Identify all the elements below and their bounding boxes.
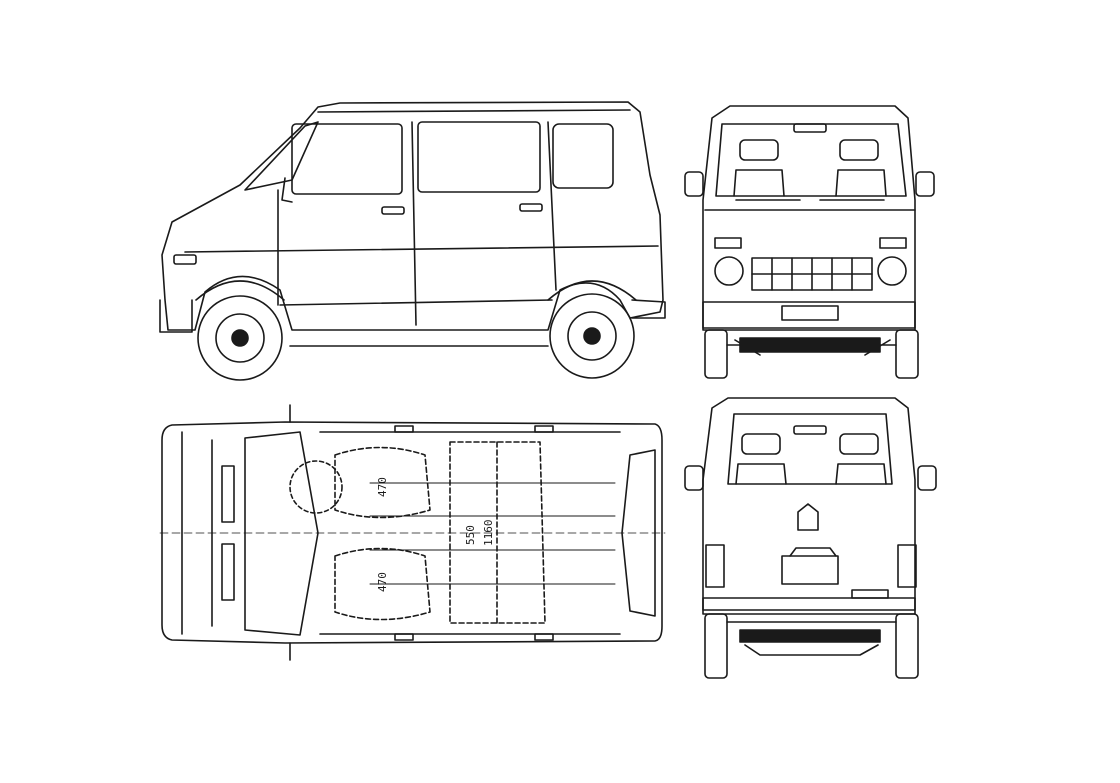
rear-view	[684, 397, 937, 679]
front-axle	[739, 337, 881, 353]
front-windshield	[715, 123, 907, 197]
side-door-handle-1	[381, 206, 405, 215]
side-front-light	[173, 254, 197, 265]
side-rear-wheel	[549, 293, 635, 379]
rear-bumper	[702, 597, 916, 615]
dimension-rear-seat-width: 550	[464, 525, 477, 545]
rear-headrest-left	[741, 433, 781, 455]
rear-seat-right	[835, 463, 887, 485]
side-rear-bumper	[631, 299, 666, 319]
rear-inner-mirror	[793, 425, 827, 435]
side-beltline	[184, 245, 659, 253]
front-view	[684, 105, 935, 379]
top-vent-lower	[221, 543, 235, 601]
top-windshield	[244, 431, 319, 636]
side-mirror	[281, 177, 293, 203]
rear-mirror-right	[917, 465, 937, 491]
front-indicator-left	[714, 237, 742, 249]
rear-bumper-step	[851, 589, 889, 599]
top-body-outline	[161, 421, 663, 644]
top-steering-wheel	[289, 460, 343, 514]
rear-wheel-right	[895, 613, 919, 679]
top-hood-front	[181, 431, 213, 635]
rear-mirror-left	[684, 465, 704, 491]
side-rear-wheel-rim	[567, 311, 617, 361]
front-bumper	[702, 301, 916, 329]
top-handle-left-1	[394, 425, 414, 433]
front-rearview-mirror	[793, 123, 827, 133]
top-side-rail	[319, 431, 621, 635]
side-front-wheel	[197, 295, 283, 381]
rear-window	[727, 413, 893, 485]
front-indicator-right	[879, 237, 907, 249]
side-window-front	[291, 123, 403, 195]
top-handle-right-2	[534, 633, 554, 641]
rear-wheel-left	[704, 613, 728, 679]
rear-axle	[739, 629, 881, 643]
front-wheel-right	[895, 329, 919, 379]
side-rear-wheel-hub	[583, 327, 601, 345]
front-wheel-left	[704, 329, 728, 379]
side-door-handle-2	[519, 203, 543, 212]
rear-headrest-right	[839, 433, 879, 455]
side-view	[159, 101, 666, 381]
rear-taillight-left	[705, 544, 725, 588]
front-grille-slats	[751, 257, 873, 291]
side-body-outline	[161, 101, 664, 331]
top-rear-bench	[449, 441, 546, 624]
front-mirror-left	[684, 171, 704, 197]
top-view: 470 470 550 1160	[159, 404, 666, 661]
side-window-rear	[552, 123, 614, 189]
side-front-wheel-hub	[231, 329, 249, 347]
front-headlight-right	[877, 256, 907, 286]
top-rear-window	[621, 449, 656, 617]
top-handle-right-1	[394, 633, 414, 641]
rear-high-light	[797, 503, 819, 531]
side-door-line-3	[547, 121, 557, 291]
top-handle-left-2	[534, 425, 554, 433]
side-front-wheel-rim	[215, 313, 265, 363]
front-mirror-right	[915, 171, 935, 197]
side-door-line-2	[411, 121, 417, 326]
side-front-bumper	[159, 299, 193, 333]
front-body-outline	[702, 105, 916, 331]
dimension-front-seat-lower: 470	[376, 572, 389, 592]
top-vent-upper	[221, 465, 235, 523]
front-headlight-left	[714, 256, 744, 286]
side-windshield	[244, 121, 319, 191]
front-headrest-right	[839, 139, 879, 161]
rear-suspension	[726, 621, 897, 656]
rear-taillight-right	[897, 544, 917, 588]
front-seat-right	[835, 169, 887, 197]
front-plate	[781, 305, 839, 321]
dimension-rear-seat-length: 1160	[482, 520, 495, 547]
side-rear-arch	[547, 280, 637, 301]
side-front-arch	[195, 280, 285, 301]
top-front-seat-lower	[334, 547, 431, 621]
rear-plate-handle	[789, 547, 837, 557]
front-seat-left	[733, 169, 785, 197]
side-window-middle	[417, 121, 541, 193]
rear-body-outline	[702, 397, 916, 611]
side-roof-line	[317, 109, 631, 113]
rear-seat-left	[735, 463, 787, 485]
top-floor-lines	[369, 482, 616, 585]
front-headrest-left	[739, 139, 779, 161]
top-front-seat-upper	[334, 446, 431, 519]
dimension-front-seat-upper: 470	[376, 477, 389, 497]
rear-license-plate	[781, 555, 839, 585]
side-sill	[279, 299, 553, 306]
